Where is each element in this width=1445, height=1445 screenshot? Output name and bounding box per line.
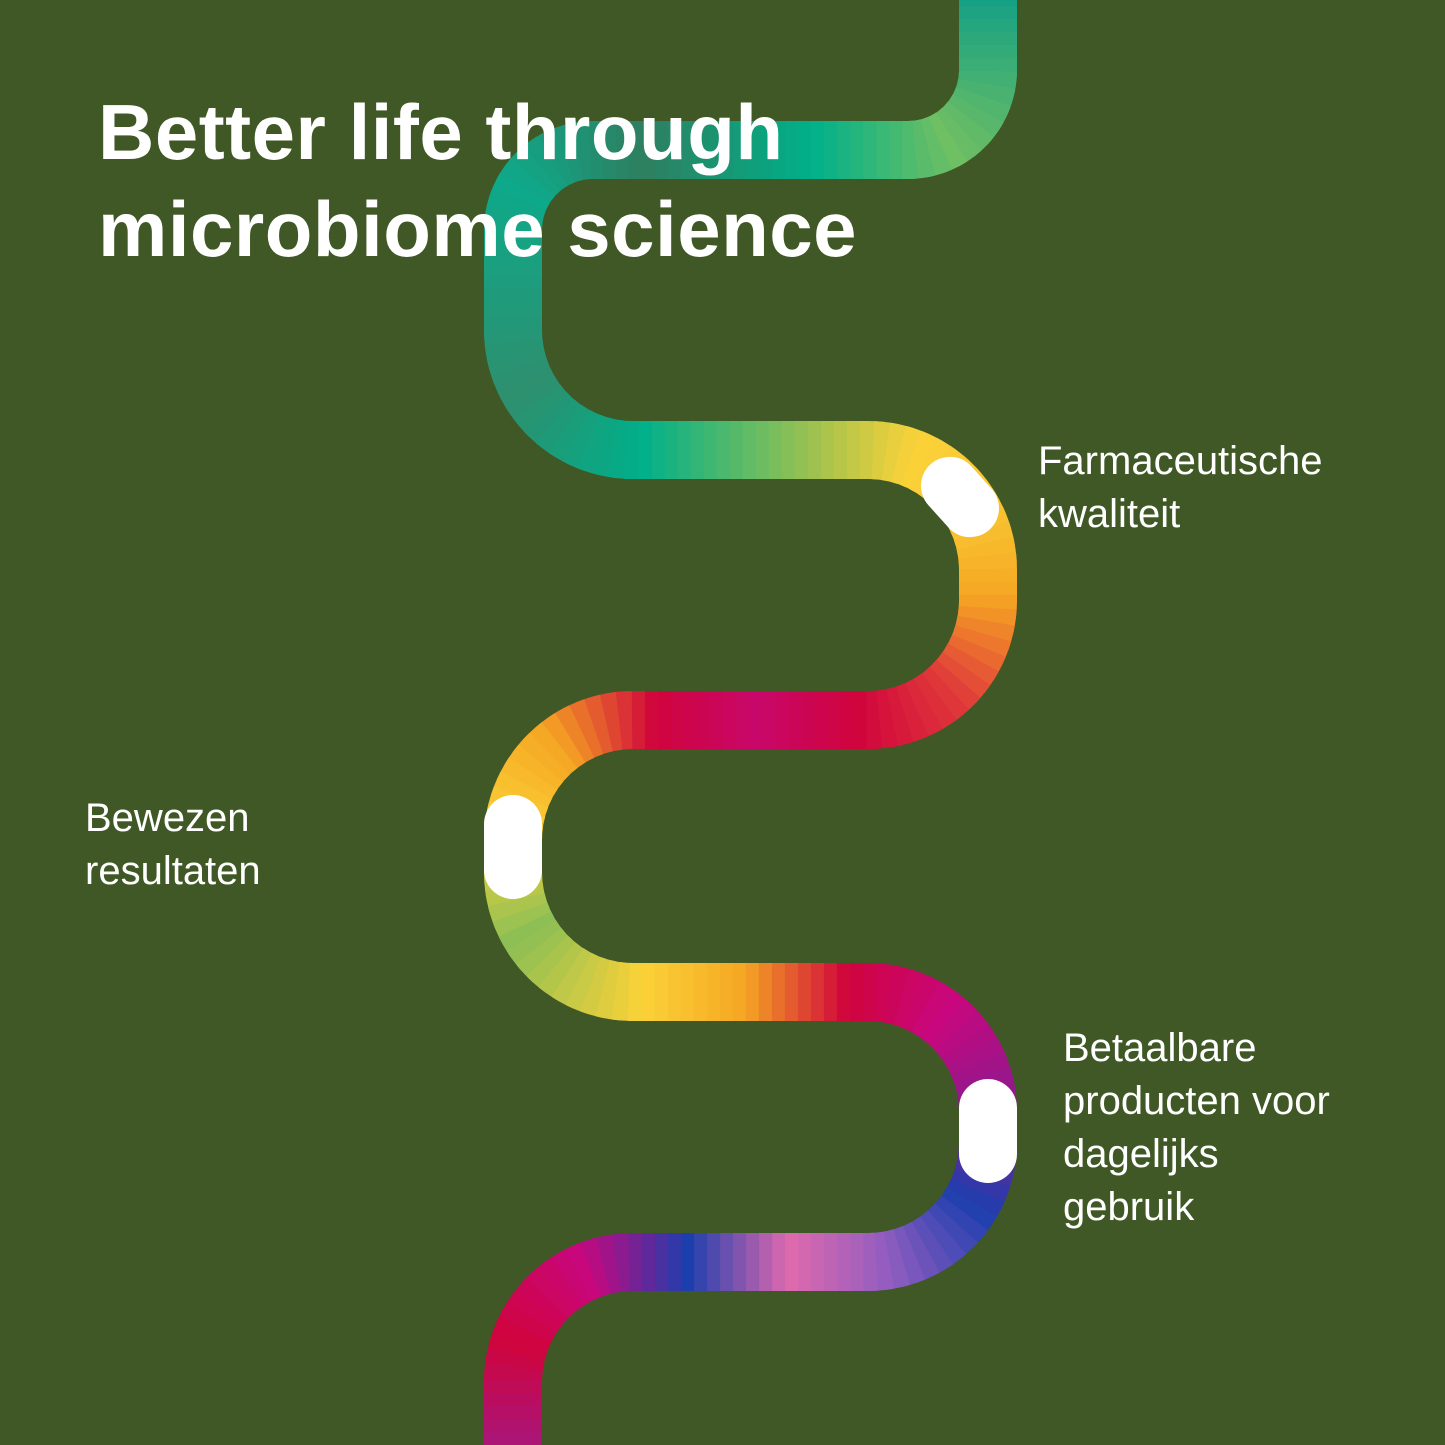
- step-label-line: Betaalbare: [1063, 1026, 1257, 1070]
- gut-path-segment: [484, 0, 1017, 1445]
- step-label-proven-results: Bewezen resultaten: [85, 792, 261, 898]
- gut-path-segments: [484, 0, 1017, 1445]
- step-markers: [484, 456, 1017, 1183]
- step-label-line: dagelijks: [1063, 1132, 1219, 1176]
- step-label-pharmaceutical-quality: Farmaceutische kwaliteit: [1038, 435, 1323, 541]
- step-label-line: producten voor: [1063, 1079, 1330, 1123]
- step-label-affordable-products: Betaalbare producten voor dagelijks gebr…: [1063, 1022, 1330, 1234]
- gut-path-segment: [484, 0, 1017, 1445]
- step-marker: [959, 1079, 1017, 1183]
- page-title-line-1: Better life through: [98, 88, 784, 176]
- gut-path-segment: [484, 0, 1017, 1445]
- page-title-line-2: microbiome science: [98, 185, 857, 273]
- step-label-line: Farmaceutische: [1038, 439, 1323, 483]
- step-label-line: Bewezen: [85, 796, 250, 840]
- step-label-line: resultaten: [85, 849, 261, 893]
- step-label-line: gebruik: [1063, 1185, 1195, 1229]
- step-label-line: kwaliteit: [1038, 492, 1181, 536]
- step-marker: [484, 795, 542, 899]
- step-marker: [920, 456, 1000, 538]
